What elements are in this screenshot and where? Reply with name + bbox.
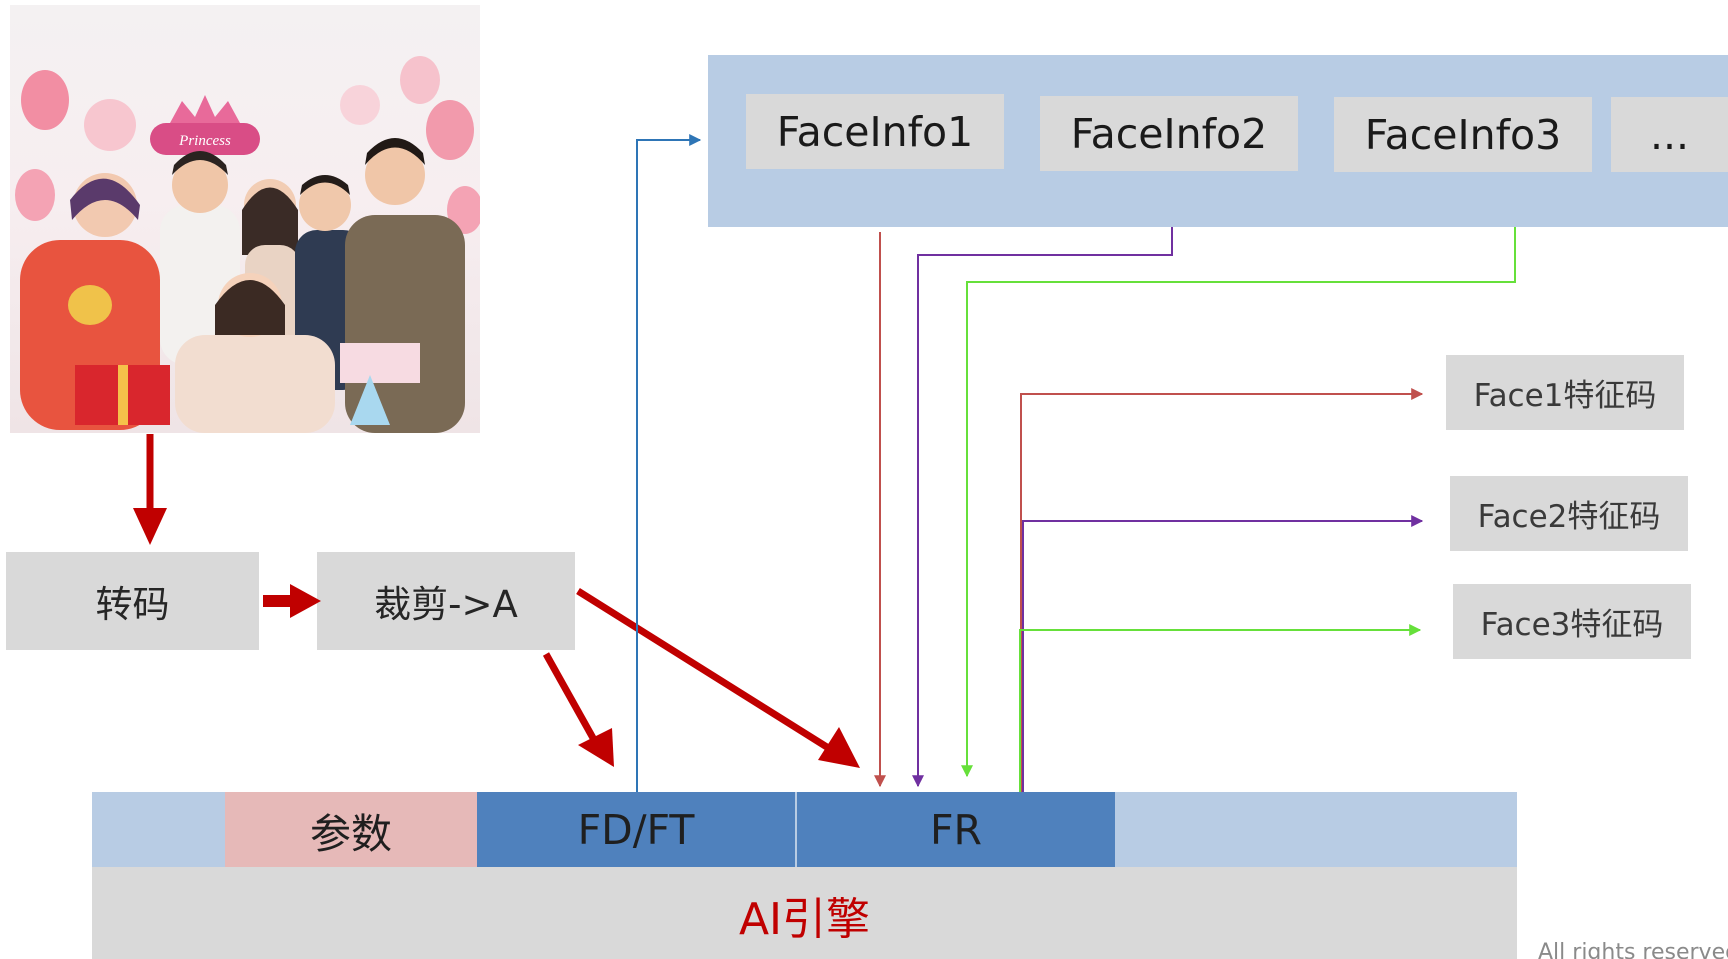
copyright-footer: All rights reserved xyxy=(1538,940,1728,959)
party-photo-illustration: Princess xyxy=(15,56,480,433)
transcode-box: 转码 xyxy=(6,552,259,650)
flow-arrow-photo-to-transcode xyxy=(133,434,167,545)
faceinfo2-to-fr-line xyxy=(912,227,1173,788)
ai-engine-box: AI引擎 xyxy=(92,867,1517,959)
crop-box: 裁剪->A xyxy=(317,552,575,650)
fr-to-feature1-line xyxy=(1020,388,1424,792)
feature-box-3: Face3特征码 xyxy=(1453,584,1691,659)
crown-sign: Princess xyxy=(150,95,260,155)
faceinfo-box-1: FaceInfo1 xyxy=(746,94,1004,169)
faceinfo-box-more: ... xyxy=(1611,97,1728,172)
engine-params-segment: 参数 xyxy=(225,792,477,867)
flow-arrow-crop-to-fr xyxy=(576,588,860,768)
flow-arrow-transcode-to-crop xyxy=(263,584,321,618)
feature-box-1: Face1特征码 xyxy=(1446,355,1684,430)
flow-arrow-crop-to-fdft xyxy=(542,652,614,767)
people-group xyxy=(20,138,465,433)
fdft-to-faceinfo-line xyxy=(636,134,702,792)
engine-fdft-segment: FD/FT xyxy=(477,792,795,867)
faceinfo-box-3: FaceInfo3 xyxy=(1334,97,1592,172)
faceinfo3-to-fr-line xyxy=(961,227,1516,778)
feature-box-2: Face2特征码 xyxy=(1450,476,1688,551)
crown-sign-text: Princess xyxy=(178,133,231,149)
fr-to-feature3-line xyxy=(1019,624,1422,792)
party-photo: Princess xyxy=(10,5,480,433)
engine-fr-segment: FR xyxy=(797,792,1115,867)
fr-to-feature2-line xyxy=(1022,515,1424,792)
faceinfo-box-2: FaceInfo2 xyxy=(1040,96,1298,171)
